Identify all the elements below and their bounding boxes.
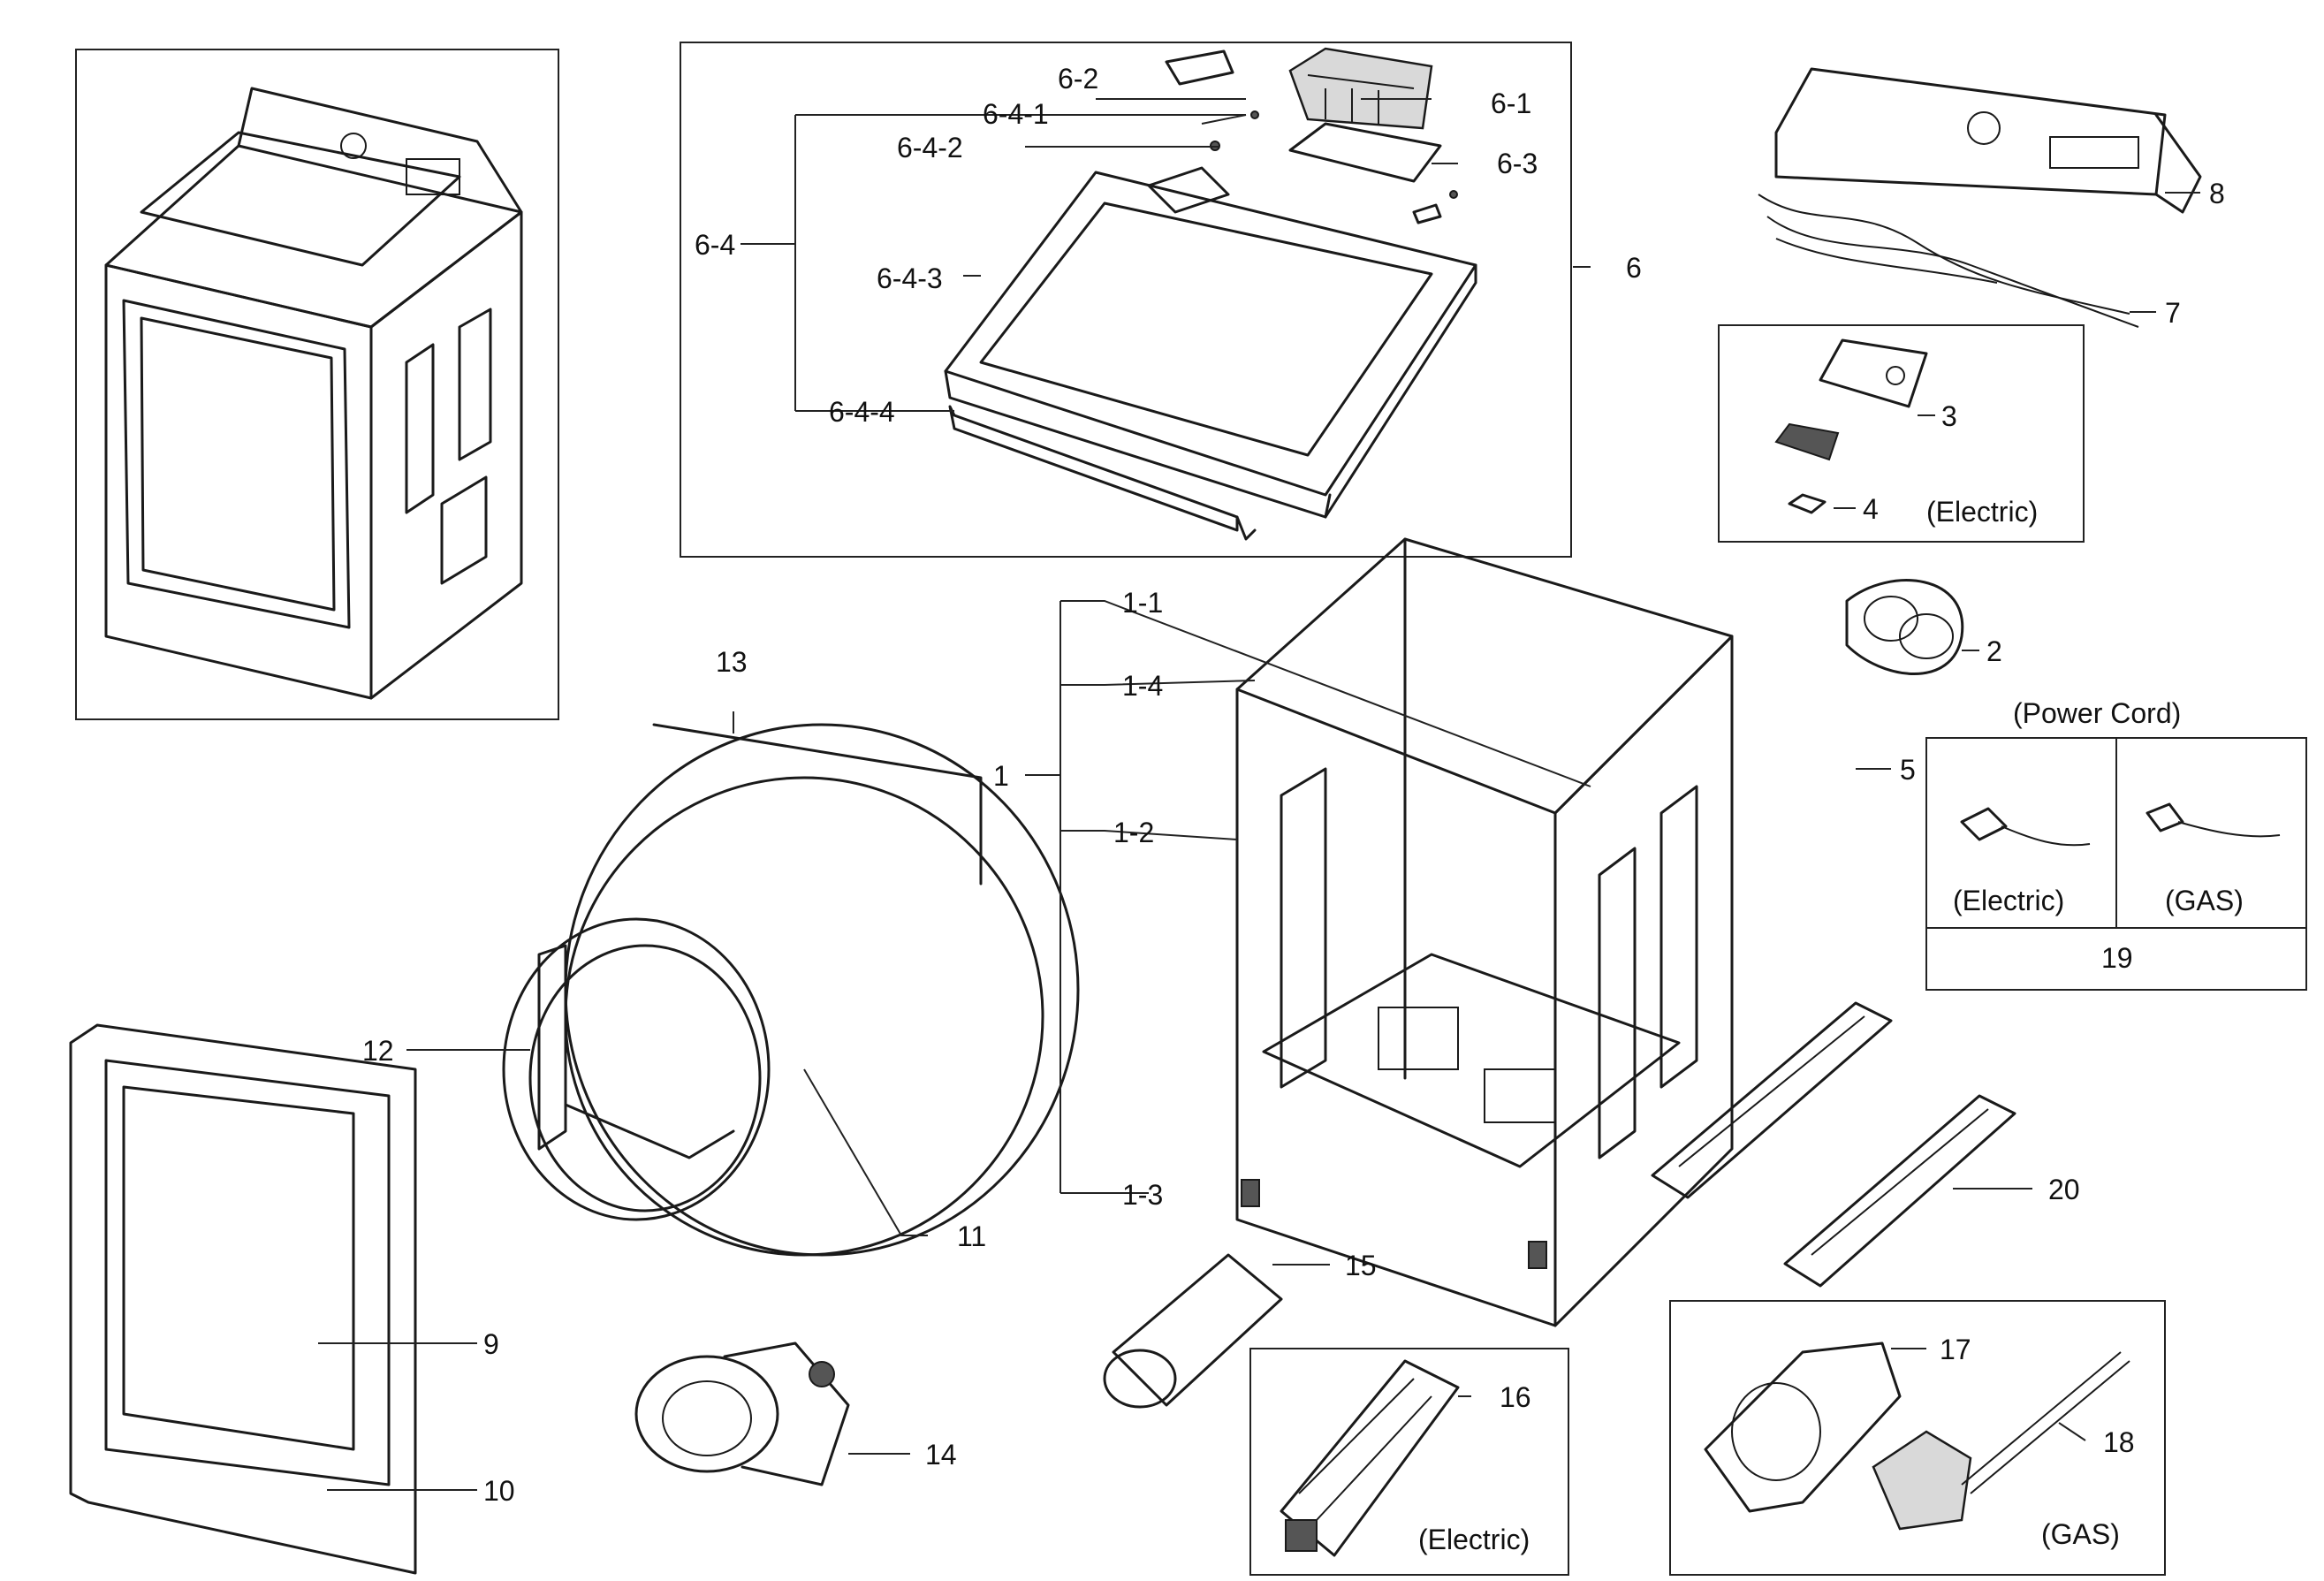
gas-parts-frame — [1669, 1300, 2166, 1576]
label-6-4: 6-4 — [695, 229, 735, 261]
label-1: 1 — [993, 760, 1009, 792]
filter-housing-icon — [1210, 47, 1458, 224]
heater-electric-icon — [1280, 1359, 1460, 1557]
label-6-4-4: 6-4-4 — [829, 396, 895, 428]
power-cord-group — [1925, 737, 2307, 991]
label-9: 9 — [483, 1328, 499, 1360]
gas-parts-group — [1669, 1300, 2166, 1576]
power-cord-electric-icon — [1960, 807, 2091, 847]
label-14: 14 — [925, 1439, 957, 1471]
label-1-2: 1-2 — [1113, 817, 1154, 848]
wire-harness-icon — [1758, 194, 2139, 328]
base-rail-icon — [1651, 1001, 2016, 1288]
gas-valve-icon — [1872, 1351, 2130, 1531]
front-door-icon — [69, 1023, 417, 1575]
label-6: 6 — [1626, 252, 1642, 284]
label-6-4-1: 6-4-1 — [983, 98, 1049, 130]
leveling-foot-icon — [1241, 1179, 1547, 1269]
electric-note-heater: (Electric) — [1418, 1524, 1530, 1555]
label-3: 3 — [1941, 400, 1957, 432]
top-panel-frame — [680, 42, 1572, 558]
exhaust-duct-cover-icon — [1845, 579, 1964, 675]
thermostat-plate-icon — [1774, 338, 1928, 514]
electric-heater-parts-group — [1718, 324, 2085, 543]
electric-note-heater-parts: (Electric) — [1926, 496, 2038, 528]
assembled-dryer-frame — [75, 49, 559, 720]
label-10: 10 — [483, 1475, 515, 1507]
control-panel-icon — [1774, 67, 2202, 214]
label-17: 17 — [1940, 1334, 1971, 1365]
dryer-assembled-icon — [104, 87, 523, 700]
label-6-4-3: 6-4-3 — [877, 262, 943, 294]
label-15: 15 — [1345, 1250, 1377, 1281]
label-4: 4 — [1863, 493, 1879, 525]
power-cord-title: (Power Cord) — [2013, 697, 2181, 729]
assembled-dryer-panel — [75, 49, 559, 720]
label-11: 11 — [957, 1220, 986, 1252]
drum-icon — [502, 723, 1080, 1257]
cabinet-icon — [1235, 537, 1734, 1327]
gas-burner-icon — [1704, 1342, 1902, 1513]
gas-note-burner: (GAS) — [2041, 1518, 2120, 1550]
heater-electric-group — [1249, 1348, 1569, 1576]
label-20: 20 — [2048, 1174, 2080, 1205]
label-1-4: 1-4 — [1122, 670, 1163, 702]
label-19: 19 — [2101, 942, 2133, 974]
label-16: 16 — [1500, 1381, 1531, 1413]
label-18: 18 — [2103, 1426, 2135, 1458]
label-12: 12 — [362, 1035, 394, 1067]
label-1-1: 1-1 — [1122, 587, 1163, 619]
label-1-3: 1-3 — [1122, 1179, 1163, 1211]
callout-labels: 6-2 6-1 6-4-1 6-4-2 6-3 6-4 6-4-3 6 6-4-… — [362, 63, 2244, 1555]
label-7: 7 — [2165, 297, 2181, 329]
power-cord-gas-icon — [2146, 802, 2281, 838]
top-panel-group — [680, 42, 1572, 558]
label-6-2: 6-2 — [1058, 63, 1098, 95]
top-panel-icon — [944, 166, 1477, 519]
power-cord-electric-label: (Electric) — [1953, 885, 2064, 916]
label-13: 13 — [716, 646, 748, 678]
front-trim-icon — [948, 405, 1257, 541]
label-6-3: 6-3 — [1497, 148, 1538, 179]
label-6-4-2: 6-4-2 — [897, 132, 963, 163]
duct-cover-icon — [1165, 49, 1234, 86]
exhaust-duct-icon — [1103, 1253, 1283, 1409]
label-5: 5 — [1900, 754, 1916, 786]
heater-electric-frame — [1249, 1348, 1569, 1576]
power-cord-gas-label: (GAS) — [2165, 885, 2244, 916]
label-6-1: 6-1 — [1491, 87, 1531, 119]
blower-housing-icon — [634, 1342, 850, 1486]
label-8: 8 — [2209, 178, 2225, 209]
label-2: 2 — [1986, 635, 2002, 667]
leader-lines — [318, 98, 2200, 1491]
electric-heater-frame — [1718, 324, 2085, 543]
